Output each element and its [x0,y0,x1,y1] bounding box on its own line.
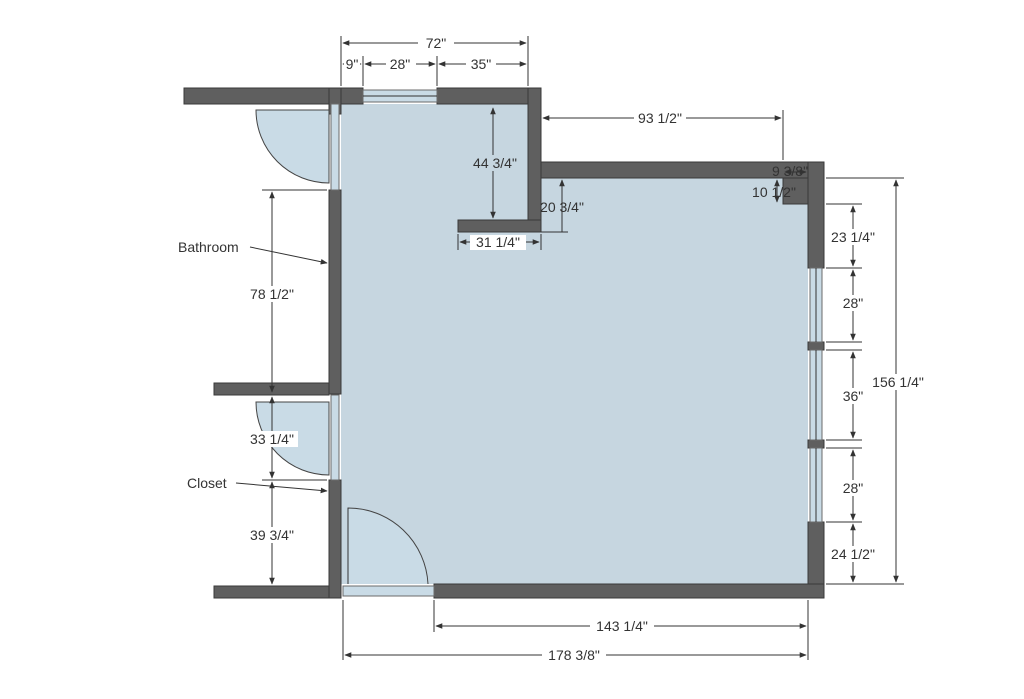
dim-bottom-run: 143 1/4" [596,618,648,634]
corner-block [782,177,809,205]
label-bathroom: Bathroom [178,239,239,255]
top-left-wall-extension [183,87,331,105]
dim-top-right: 35" [471,56,492,72]
dimension-labels: 72" 9" 28" 35" 44 3/4" 20 3/4" 31 1/4" 9… [246,35,929,663]
top-wall-left-segment [340,87,364,105]
dim-inner-step: 20 3/4" [540,199,584,215]
dim-corner-b: 10 1/2" [752,184,796,200]
dim-top-window: 28" [390,56,411,72]
notch-bottom-wall [457,219,542,233]
right-wall-top [807,161,825,269]
right-wall-mull-2 [807,439,825,449]
bathroom-door-swing [255,109,330,184]
dim-closet-door: 33 1/4" [250,431,294,447]
entry-door-swing [347,507,429,585]
dim-lower-left: 39 3/4" [250,527,294,543]
right-wall-mull-1 [807,341,825,351]
dim-top-left: 9" [346,56,359,72]
bottom-wall [433,583,825,599]
notch-right-wall [527,87,542,233]
dim-right-seg5: 24 1/2" [831,546,875,562]
room-labels: Bathroom Closet [178,239,239,491]
dim-bathroom-door: 78 1/2" [250,286,294,302]
dim-step-depth: 44 3/4" [473,155,517,171]
dim-top-total: 72" [426,35,447,51]
dim-top-run: 93 1/2" [638,110,682,126]
dim-right-seg2: 28" [843,295,864,311]
dim-right-total: 156 1/4" [872,374,924,390]
left-wall-lower [328,479,342,599]
dim-right-seg1: 23 1/4" [831,229,875,245]
closet-opening [330,394,340,481]
entry-threshold [342,585,435,597]
dim-corner-a: 9 3/8" [772,163,808,179]
top-wall-right-segment [436,87,541,105]
dim-step-width: 31 1/4" [476,234,520,250]
dim-right-seg3: 36" [843,388,864,404]
bottom-left-wall-extension [213,585,330,599]
label-closet: Closet [187,475,227,491]
bathroom-opening [330,103,340,191]
left-wall-mid [328,189,342,395]
dim-bottom-total: 178 3/8" [548,647,600,663]
windows [330,89,823,597]
dimension-lines [235,36,904,660]
dim-right-seg4: 28" [843,480,864,496]
